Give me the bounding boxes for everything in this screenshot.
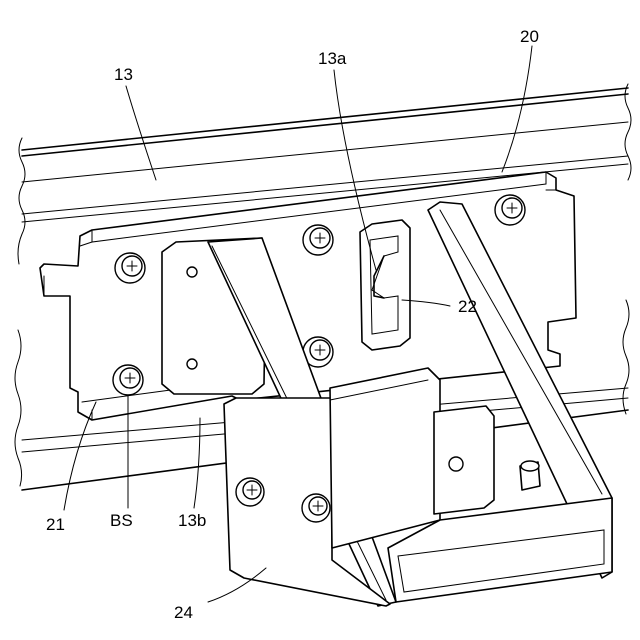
label-hook: 22 <box>458 297 477 316</box>
label-bracket: 24 <box>174 603 193 622</box>
label-rail-slot: 13a <box>318 49 347 68</box>
bolt-top-middle <box>303 225 333 255</box>
label-rail-lower: 13b <box>178 511 206 530</box>
label-plate-left: 21 <box>46 515 65 534</box>
bolt-top-right <box>495 195 525 225</box>
bolt-top-left <box>115 253 145 283</box>
label-rail: 13 <box>114 65 133 84</box>
bolt-bottom-left <box>113 365 143 395</box>
label-bolt: BS <box>110 511 133 530</box>
label-plate-top: 20 <box>520 27 539 46</box>
